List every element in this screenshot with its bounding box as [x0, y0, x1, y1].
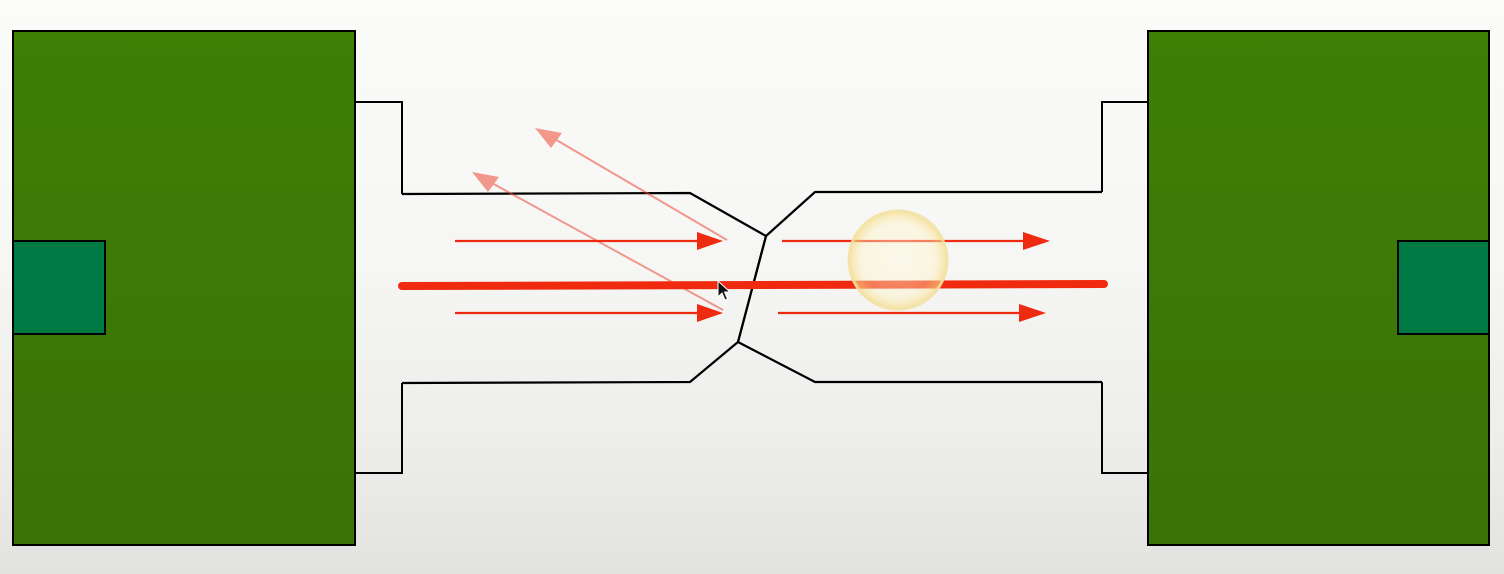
left-flange-bottom	[355, 383, 403, 474]
right-port	[1397, 240, 1490, 335]
incoming-arrows	[455, 232, 723, 322]
mouse-pointer-icon	[717, 279, 732, 301]
left-port	[12, 240, 106, 335]
main-signal-beam	[398, 280, 1108, 290]
right-flange	[1101, 101, 1148, 192]
highlight-circle	[847, 209, 949, 311]
left-flange	[355, 101, 403, 194]
right-flange-bottom	[1101, 382, 1148, 474]
